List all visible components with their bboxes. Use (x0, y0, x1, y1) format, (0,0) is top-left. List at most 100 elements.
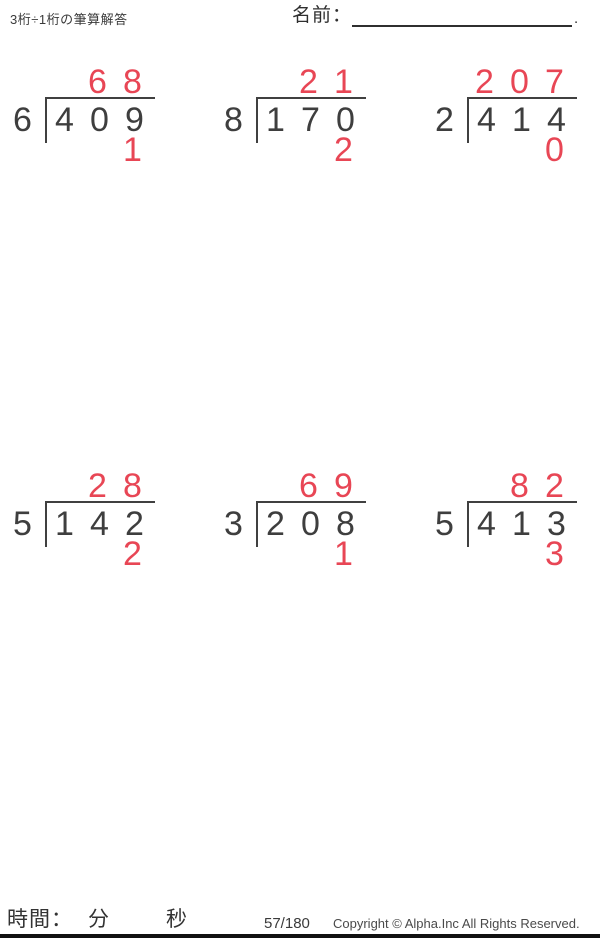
division-bracket: 4 0 9 (45, 97, 155, 143)
dividend-row: 8 1 7 0 (211, 97, 366, 143)
remainder-row: 1 (256, 535, 361, 573)
dividend-digit: 1 (512, 101, 531, 139)
dividend-digit: 4 (55, 101, 74, 139)
page-bottom-border (0, 934, 600, 938)
time-label: 時間： (7, 908, 73, 931)
remainder-digit (45, 539, 80, 569)
division-bracket: 4 1 3 (467, 501, 577, 547)
divisor: 5 (435, 505, 454, 543)
dividend-digit: 0 (336, 101, 355, 139)
dividend-row: 5 1 4 2 (0, 501, 155, 547)
quotient-digit: 8 (123, 63, 142, 101)
quotient-digit: 6 (88, 63, 107, 101)
remainder-digit (256, 135, 291, 165)
minutes-label: 分 (88, 908, 110, 931)
remainder-digit (256, 539, 291, 569)
quotient-digit (256, 67, 291, 97)
page-number: 57/180 (264, 915, 310, 932)
quotient-digit: 2 (545, 467, 564, 505)
name-line-suffix: . (574, 10, 579, 27)
quotient-digit (467, 471, 502, 501)
remainder-row: 1 (45, 131, 150, 169)
remainder-digit (467, 135, 502, 165)
dividend-row: 2 4 1 4 (422, 97, 577, 143)
remainder-row: 0 (467, 131, 572, 169)
remainder-digit: 2 (123, 535, 142, 573)
page-title: 3桁÷1桁の筆算解答 (10, 12, 128, 27)
divisor: 5 (13, 505, 32, 543)
division-bracket: 1 7 0 (256, 97, 366, 143)
remainder-digit: 0 (545, 131, 564, 169)
dividend-digit: 4 (477, 505, 496, 543)
dividend-row: 3 2 0 8 (211, 501, 366, 547)
dividend-digit: 9 (125, 101, 144, 139)
quotient-row: 2 8 (45, 467, 150, 505)
dividend-row: 6 4 0 9 (0, 97, 155, 143)
division-bracket: 4 1 4 (467, 97, 577, 143)
quotient-digit (45, 67, 80, 97)
divisor: 8 (224, 101, 243, 139)
division-bracket: 1 4 2 (45, 501, 155, 547)
divisor: 6 (13, 101, 32, 139)
dividend-digit: 7 (301, 101, 320, 139)
quotient-row: 2 1 (256, 63, 361, 101)
division-problem-2: 2 1 8 1 7 0 2 (211, 63, 401, 177)
remainder-digit: 1 (123, 131, 142, 169)
division-problem-4: 2 8 5 1 4 2 2 (0, 467, 190, 581)
quotient-row: 8 2 (467, 467, 572, 505)
remainder-digit (80, 135, 115, 165)
remainder-row: 2 (256, 131, 361, 169)
quotient-row: 2 0 7 (467, 63, 572, 101)
quotient-digit: 1 (334, 63, 353, 101)
quotient-digit: 2 (299, 63, 318, 101)
quotient-digit: 0 (510, 63, 529, 101)
quotient-digit: 2 (88, 467, 107, 505)
dividend-digit: 2 (125, 505, 144, 543)
dividend-digit: 2 (266, 505, 285, 543)
time-field: 時間： 分 秒 (7, 903, 191, 938)
seconds-label: 秒 (166, 908, 188, 931)
division-problem-6: 8 2 5 4 1 3 3 (422, 467, 600, 581)
remainder-digit (45, 135, 80, 165)
quotient-digit: 2 (475, 63, 494, 101)
remainder-row: 3 (467, 535, 572, 573)
remainder-digit (80, 539, 115, 569)
quotient-digit (45, 471, 80, 501)
remainder-digit: 2 (334, 131, 353, 169)
dividend-digit: 4 (547, 101, 566, 139)
dividend-digit: 3 (547, 505, 566, 543)
dividend-digit: 0 (90, 101, 109, 139)
quotient-digit (256, 471, 291, 501)
quotient-digit: 8 (510, 467, 529, 505)
name-label: 名前： (292, 5, 353, 26)
dividend-digit: 1 (266, 101, 285, 139)
remainder-digit (291, 135, 326, 165)
dividend-row: 5 4 1 3 (422, 501, 577, 547)
division-problem-5: 6 9 3 2 0 8 1 (211, 467, 401, 581)
dividend-digit: 1 (512, 505, 531, 543)
remainder-digit: 1 (334, 535, 353, 573)
dividend-digit: 1 (55, 505, 74, 543)
name-underline (352, 5, 573, 27)
division-problem-3: 2 0 7 2 4 1 4 0 (422, 63, 600, 177)
remainder-digit (467, 539, 502, 569)
quotient-digit: 8 (123, 467, 142, 505)
quotient-digit: 7 (545, 63, 564, 101)
name-field: 名前： . (292, 5, 578, 27)
quotient-row: 6 8 (45, 63, 150, 101)
dividend-digit: 4 (477, 101, 496, 139)
dividend-digit: 8 (336, 505, 355, 543)
quotient-digit: 6 (299, 467, 318, 505)
dividend-digit: 0 (301, 505, 320, 543)
remainder-digit (291, 539, 326, 569)
copyright-notice: Copyright © Alpha.Inc All Rights Reserve… (333, 916, 580, 931)
divisor: 2 (435, 101, 454, 139)
quotient-row: 6 9 (256, 467, 361, 505)
division-bracket: 2 0 8 (256, 501, 366, 547)
divisor: 3 (224, 505, 243, 543)
remainder-digit (502, 539, 537, 569)
remainder-digit: 3 (545, 535, 564, 573)
remainder-digit (502, 135, 537, 165)
division-problem-1: 6 8 6 4 0 9 1 (0, 63, 190, 177)
